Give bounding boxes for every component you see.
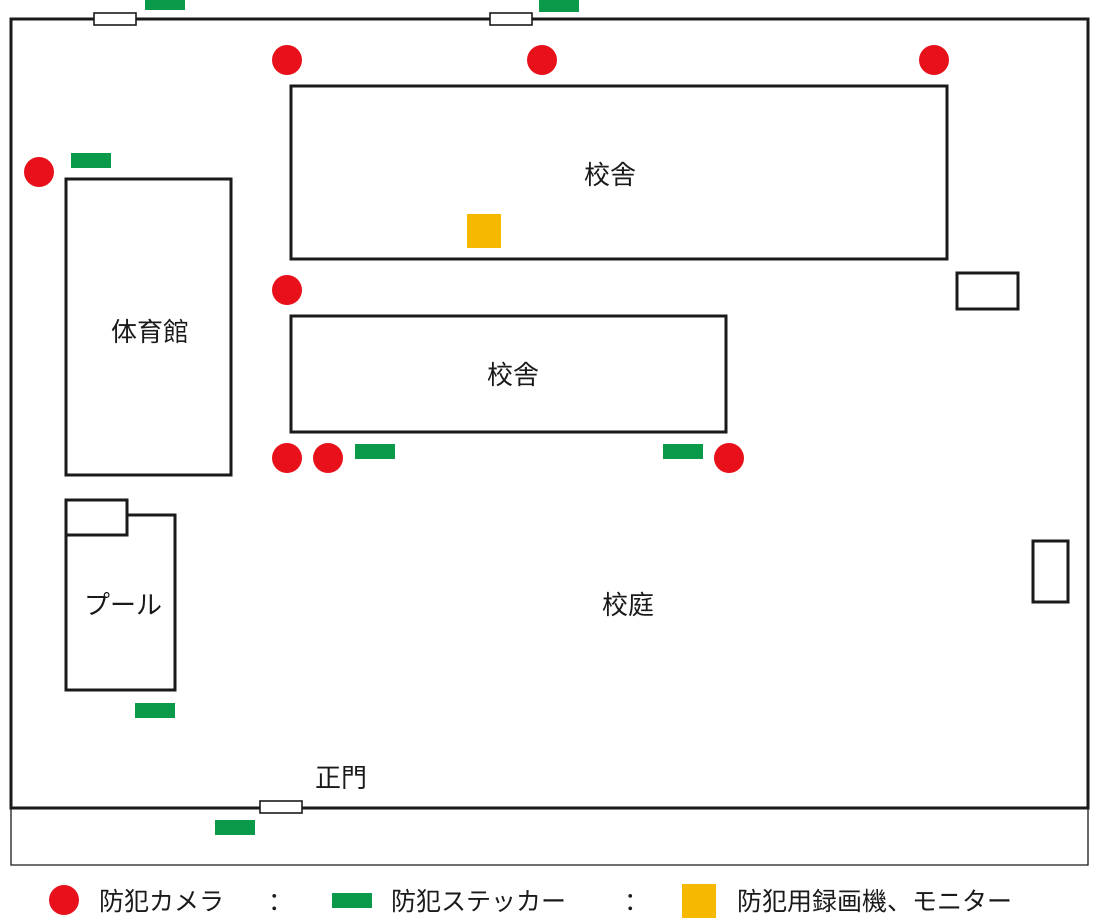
sticker-marker <box>145 0 185 10</box>
camera-marker <box>527 45 557 75</box>
school-building-middle <box>289 314 728 434</box>
legend-camera-label: 防犯カメラ <box>99 887 224 916</box>
camera-marker <box>919 45 949 75</box>
sticker-marker <box>663 444 703 459</box>
sticker-marker <box>539 0 579 12</box>
gate-top-right <box>489 12 533 26</box>
camera-marker <box>272 443 302 473</box>
label-school-top: 校舎 <box>584 161 636 191</box>
campus-boundary <box>9 17 1090 810</box>
legend-recorder-label: 防犯用録画機、モニター <box>737 887 1012 916</box>
label-courtyard: 校庭 <box>602 591 654 621</box>
legend: 防犯カメラ ： 防犯ステッカー ： 防犯用録画機、モニター <box>49 884 1012 918</box>
legend-separator: ： <box>624 887 649 916</box>
outer-road-strip <box>10 808 1089 866</box>
camera-marker <box>313 443 343 473</box>
sticker-marker <box>135 703 175 718</box>
label-gymnasium: 体育館 <box>111 318 189 348</box>
legend-camera-icon <box>49 885 79 915</box>
legend-sticker-label: 防犯ステッカー <box>391 887 566 916</box>
label-school-middle: 校舎 <box>487 361 539 391</box>
sticker-marker <box>71 153 111 168</box>
camera-marker <box>272 275 302 305</box>
label-main-gate: 正門 <box>315 764 367 794</box>
legend-recorder-icon <box>682 884 716 918</box>
sticker-marker <box>355 444 395 459</box>
gymnasium <box>64 177 233 477</box>
gate-main <box>259 800 303 814</box>
camera-marker <box>24 157 54 187</box>
small-shed-right <box>955 271 1020 311</box>
label-pool: プール <box>84 591 162 621</box>
legend-separator: ： <box>268 887 293 916</box>
recorder-marker <box>467 214 501 248</box>
camera-marker <box>272 45 302 75</box>
school-building-top <box>289 84 949 261</box>
pool-annex <box>64 498 129 537</box>
sticker-marker <box>215 820 255 835</box>
camera-marker <box>714 443 744 473</box>
small-shed-east <box>1031 539 1070 604</box>
gate-top-left <box>93 12 137 26</box>
legend-sticker-icon <box>332 893 372 908</box>
